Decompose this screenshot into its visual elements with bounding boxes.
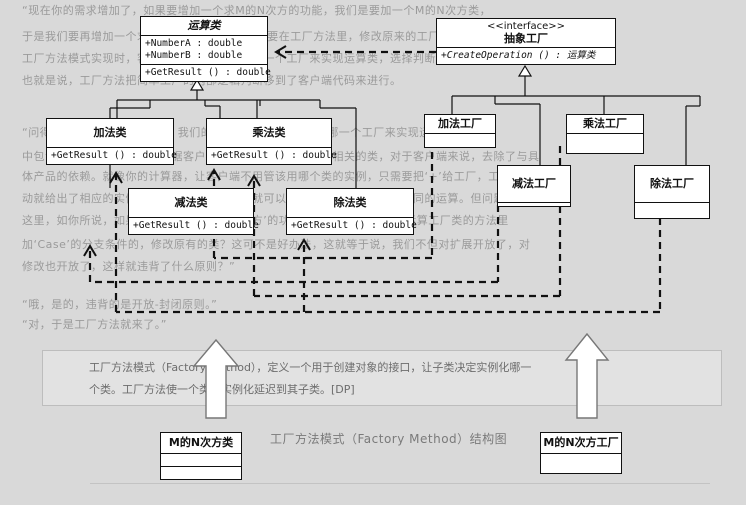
mul-class-methods: +GetResult () : double [207,148,337,164]
bg-line-10: 加‘Case’的分支条件的，修改原有的类？这可不是好办法，这就等于说，我们不但对… [22,238,531,251]
power-class-title: M的N次方类 [161,433,241,454]
mul-factory-box: 乘法工厂 [566,114,644,154]
div-method-get-result: +GetResult () : double [291,220,417,231]
bg-line-7: 体产品的依赖。就像你的计算器，让客户端不用管该用哪个类的实例，只需要把‘+’给工… [22,170,523,183]
sub-class-box: 减法类 +GetResult () : double [128,188,259,235]
power-class-attrs [161,454,241,467]
operation-attributes: +NumberA : double +NumberB : double [141,36,267,65]
div-class-title: 除法类 [287,189,413,218]
bg-line-13: “对，于是工厂方法就来了。” [22,318,167,331]
div-factory-title: 除法工厂 [635,166,709,203]
sub-method-get-result: +GetResult () : double [133,220,259,231]
sub-factory-box: 减法工厂 [497,165,571,207]
power-class-box: M的N次方类 [160,432,242,480]
sub-class-title: 减法类 [129,189,253,218]
power-class-methods [161,467,241,479]
div-class-methods: +GetResult () : double [287,218,417,234]
bg-line-1: “现在你的需求增加了，如果要增加一个求M的N次方的功能，我们是要加一个M的N次方… [22,4,492,17]
mul-class-title: 乘法类 [207,119,331,148]
factory-interface-box: <<interface>> 抽象工厂 +CreateOperation () :… [436,18,616,65]
figure-caption: 工厂方法模式（Factory Method）结构图 [270,432,508,446]
create-operation-method: +CreateOperation () : 运算类 [441,50,596,61]
div-class-box: 除法类 +GetResult () : double [286,188,417,235]
bg-line-12: “哦，是的，违背的是开放-封闭原则。” [22,298,218,311]
left-extension-arrow [192,338,240,419]
add-factory-box: 加法工厂 [424,114,496,148]
div-factory-box: 除法工厂 [634,165,710,219]
operation-method-get-result: +GetResult () : double [145,67,271,78]
mul-class-box: 乘法类 +GetResult () : double [206,118,337,165]
factory-interface-title: <<interface>> 抽象工厂 [437,19,615,48]
add-class-title: 加法类 [47,119,173,148]
operation-attr-number-b: +NumberB : double [145,50,243,61]
mul-factory-title: 乘法工厂 [567,115,643,134]
add-class-box: 加法类 +GetResult () : double [46,118,177,165]
operation-class-title: 运算类 [141,17,267,36]
footer-divider [90,483,710,502]
add-method-get-result: +GetResult () : double [51,150,177,161]
power-factory-box: M的N次方工厂 [540,432,622,474]
add-factory-title: 加法工厂 [425,115,495,134]
power-factory-attrs [541,454,621,466]
operation-attr-number-a: +NumberA : double [145,38,243,49]
bg-line-11: 修改也开放了，这样就违背了什么原则？” [22,260,236,273]
power-factory-title: M的N次方工厂 [541,433,621,454]
sub-class-methods: +GetResult () : double [129,218,259,234]
interface-stereotype: <<interface>> [486,21,566,32]
definition-note: 工厂方法模式（Factory Method），定义一个用于创建对象的接口，让子类… [42,350,722,406]
sub-factory-title: 减法工厂 [498,166,570,203]
operation-methods: +GetResult () : double [141,65,271,81]
add-class-methods: +GetResult () : double [47,148,177,164]
right-extension-arrow [564,332,610,419]
factory-interface-name: 抽象工厂 [504,32,548,45]
operation-class-box: 运算类 +NumberA : double +NumberB : double … [140,16,271,82]
mul-method-get-result: +GetResult () : double [211,150,337,161]
factory-interface-methods: +CreateOperation () : 运算类 [437,48,615,64]
